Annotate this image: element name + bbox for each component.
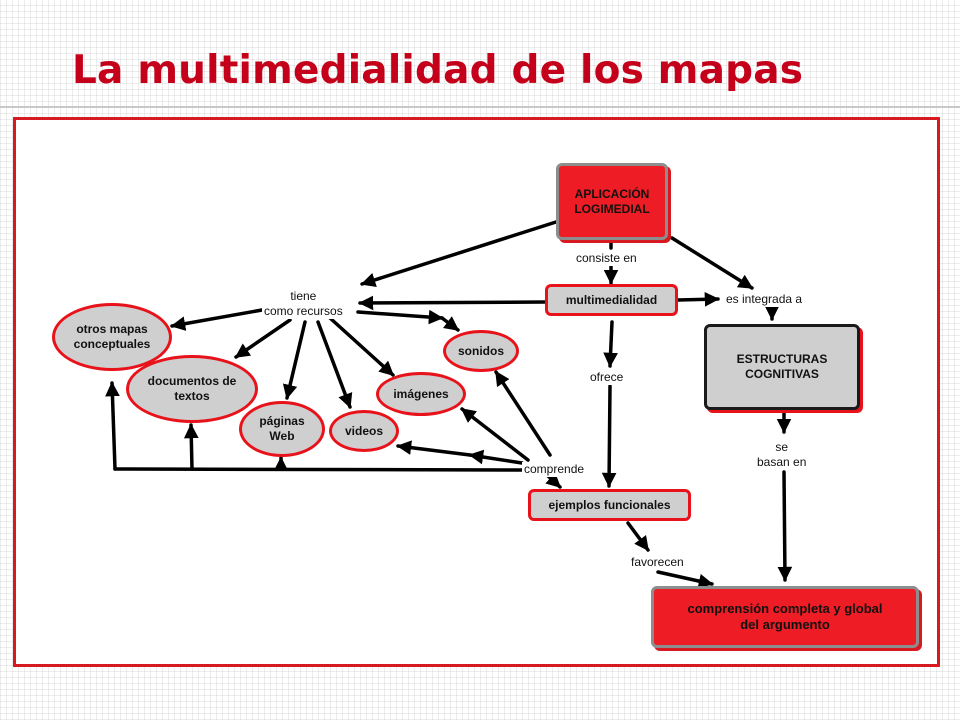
arrow-recursos-to-sonidos (356, 309, 444, 325)
arrow-recursos-to-documentos (234, 318, 292, 359)
node-ejemplos-funcionales: ejemplos funcionales (528, 489, 691, 521)
node-aplicacion-logimedial: APLICACIÓN LOGIMEDIAL (556, 163, 668, 240)
arrow-comprende-to-otros-mapas-h (113, 467, 524, 472)
link-es-integrada-a: es integrada a (724, 292, 805, 307)
link-consiste-en: consiste en (574, 251, 639, 266)
arrow-aplicacion-to-recursos (360, 220, 558, 287)
arrow-ejemplos-to-favorecen (626, 521, 650, 552)
arrow-multimedialidad-to-integrada (676, 291, 720, 307)
arrow-se-basan-to-comprension (777, 470, 793, 582)
title-divider (0, 106, 960, 108)
slide-title: La multimedialidad de los mapas (72, 48, 804, 93)
link-comprende: comprende (522, 462, 587, 477)
node-documentos-de-textos: documentos de textos (126, 355, 258, 423)
link-se-basan-en: se basan en (755, 440, 809, 470)
arrow-comprende-to-ejemplos (545, 472, 562, 489)
arrow-favorecen-to-comprension (656, 570, 714, 589)
arrow-recursos-to-otros-mapas (170, 308, 264, 331)
arrow-recursos-to-imagenes (328, 316, 395, 377)
arrow-comprende-to-videos-2 (396, 440, 472, 457)
node-estructuras-cognitivas: ESTRUCTURAS COGNITIVAS (704, 324, 860, 410)
arrow-multimedialidad-to-recursos (358, 295, 548, 311)
arrow-recursos-to-videos (316, 320, 353, 409)
arrow-comprende-to-imagenes (460, 407, 530, 462)
link-favorecen: favorecen (629, 555, 686, 570)
node-sonidos: sonidos (443, 330, 519, 372)
node-videos: videos (329, 410, 399, 452)
arrow-comprende-to-otros-mapas-v (105, 381, 120, 471)
arrow-comprende-to-documentos-v (183, 423, 199, 471)
node-comprension-completa: comprensión completa y global del argume… (651, 586, 919, 648)
arrow-multimedialidad-to-ofrece (603, 320, 618, 368)
arrow-recursos-to-paginas (282, 320, 307, 400)
node-multimedialidad: multimedialidad (545, 284, 678, 316)
arrow-recursos-to-sonidos-2 (440, 316, 460, 332)
arrow-comprende-to-sonidos (494, 370, 552, 457)
node-imagenes: imágenes (376, 372, 466, 416)
link-ofrece: ofrece (588, 370, 626, 385)
arrow-ofrece-to-ejemplos (601, 384, 617, 488)
node-paginas-web: páginas Web (239, 401, 325, 457)
arrow-aplicacion-to-integrada (670, 236, 754, 290)
arrow-comprende-to-videos (468, 449, 524, 465)
link-tiene-como-recursos: tiene como recursos (262, 289, 345, 319)
node-otros-mapas-conceptuales: otros mapas conceptuales (52, 303, 172, 371)
